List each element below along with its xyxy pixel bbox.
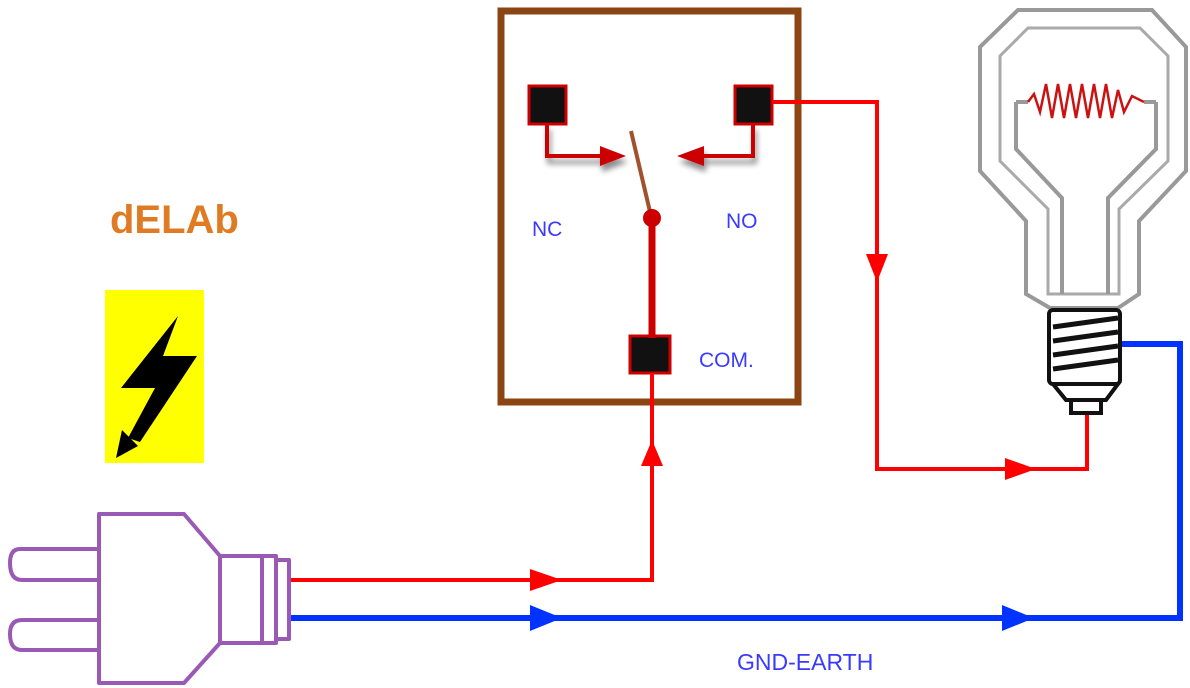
live-flow-arrow <box>641 440 663 466</box>
switch-arm <box>629 130 653 217</box>
nc-contact-arrow <box>545 124 626 166</box>
ground-wire <box>289 341 1183 631</box>
live-flow-arrow <box>866 254 888 282</box>
no-label: NO <box>726 210 758 233</box>
lightning-bolt-icon <box>105 290 204 463</box>
power-plug-icon <box>8 512 291 685</box>
live-flow-arrow <box>1005 458 1036 480</box>
nc-label: NC <box>532 218 562 241</box>
filament <box>1027 83 1145 119</box>
ground-label: GND-EARTH <box>737 649 873 675</box>
com-terminal <box>628 334 672 375</box>
no-terminal <box>733 84 774 126</box>
brand-logo-text: dELAb <box>110 198 239 242</box>
live-flow-arrow <box>530 569 562 591</box>
relay-box: NC NO COM. <box>497 7 802 406</box>
com-label: COM. <box>699 349 754 372</box>
light-bulb-icon <box>978 8 1188 415</box>
no-contact-arrow <box>677 124 755 166</box>
nc-terminal <box>527 84 568 126</box>
